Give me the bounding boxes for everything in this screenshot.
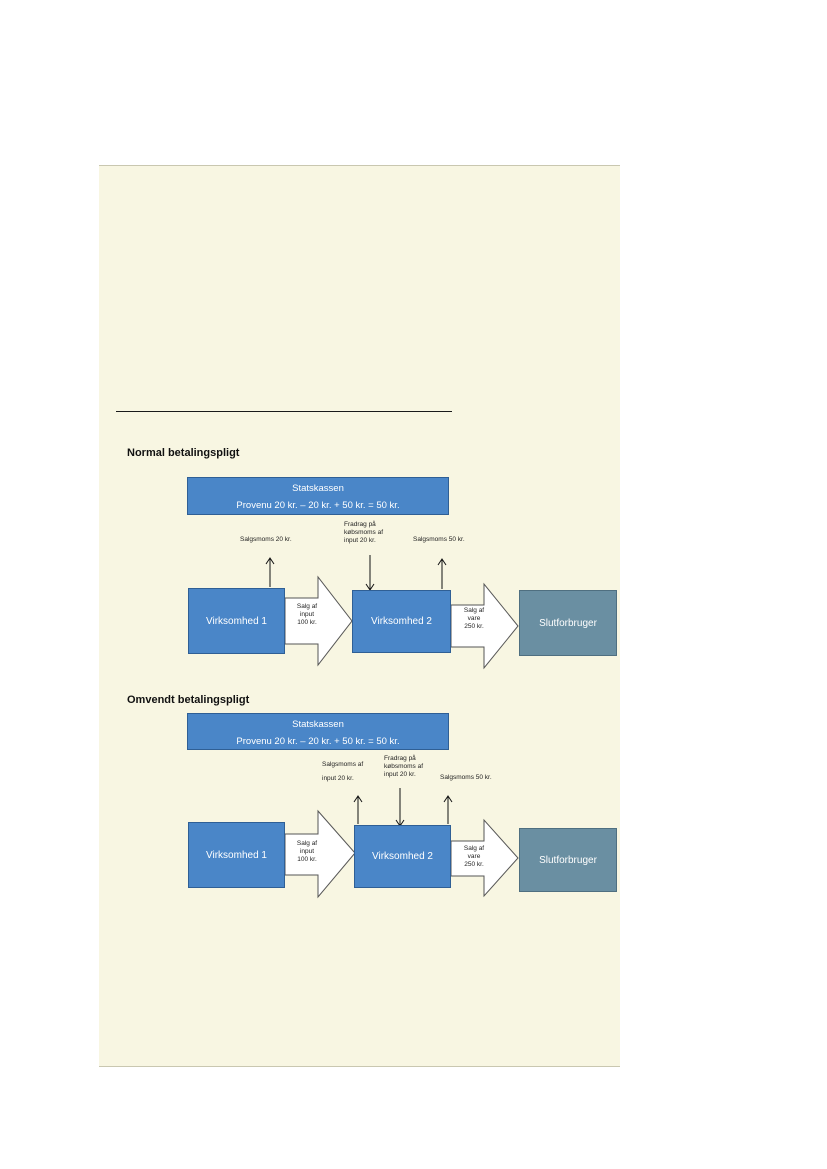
omvendt-statskassen-title: Statskassen	[292, 719, 344, 730]
normal-arrow-input-label: Salg af input 100 kr.	[296, 603, 318, 626]
normal-label-salgsmoms-2: Salgsmoms 50 kr.	[413, 536, 465, 543]
normal-arrow-vare-label: Salg af vare 250 kr.	[463, 607, 485, 630]
omvendt-arrow-vare-label: Salg af vare 250 kr.	[463, 845, 485, 868]
omvendt-virksomhed-1: Virksomhed 1	[188, 822, 285, 888]
normal-label-fradrag: Fradrag på købsmoms af input 20 kr.	[344, 521, 384, 544]
omvendt-heading: Omvendt betalingspligt	[127, 694, 250, 706]
omvendt-connector-salgsmoms-1	[353, 795, 363, 824]
omvendt-arrow-vare	[450, 818, 519, 898]
normal-virksomhed-2: Virksomhed 2	[352, 590, 451, 653]
normal-label-salgsmoms-1: Salgsmoms 20 kr.	[240, 536, 292, 543]
normal-connector-fradrag	[365, 555, 375, 591]
omvendt-label-salgsmoms-2: Salgsmoms 50 kr.	[440, 774, 492, 781]
normal-virksomhed-1: Virksomhed 1	[188, 588, 285, 654]
section-rule	[116, 411, 452, 412]
normal-statskassen-box: Statskassen Provenu 20 kr. – 20 kr. + 50…	[187, 477, 449, 515]
normal-connector-salgsmoms-1	[265, 557, 275, 587]
omvendt-label-salgsmoms-1: Salgsmoms af input 20 kr.	[322, 761, 364, 782]
omvendt-connector-fradrag	[395, 788, 405, 827]
omvendt-virksomhed-2: Virksomhed 2	[354, 825, 451, 888]
omvendt-slutforbruger: Slutforbruger	[519, 828, 617, 892]
omvendt-arrow-input	[284, 809, 356, 899]
omvendt-statskassen-formula: Provenu 20 kr. – 20 kr. + 50 kr. = 50 kr…	[236, 736, 400, 747]
omvendt-label-fradrag: Fradrag på købsmoms af input 20 kr.	[384, 755, 424, 778]
normal-arrow-vare	[450, 582, 519, 670]
omvendt-arrow-input-label: Salg af input 100 kr.	[296, 840, 318, 863]
normal-connector-salgsmoms-2	[437, 558, 447, 589]
omvendt-statskassen-box: Statskassen Provenu 20 kr. – 20 kr. + 50…	[187, 713, 449, 750]
normal-slutforbruger: Slutforbruger	[519, 590, 617, 656]
normal-statskassen-title: Statskassen	[292, 483, 344, 494]
normal-arrow-input	[284, 575, 353, 667]
normal-statskassen-formula: Provenu 20 kr. – 20 kr. + 50 kr. = 50 kr…	[236, 500, 400, 511]
omvendt-connector-salgsmoms-2	[443, 795, 453, 824]
normal-heading: Normal betalingspligt	[127, 447, 240, 459]
